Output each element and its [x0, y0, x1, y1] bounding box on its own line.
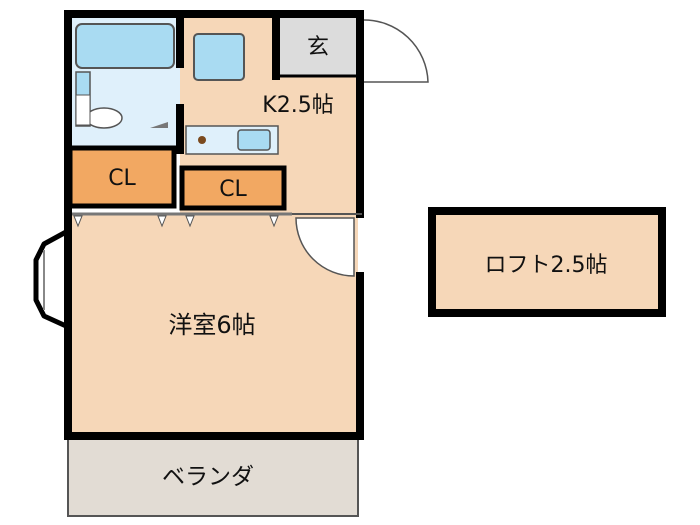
toilet-bowl	[85, 107, 123, 129]
bath-door-mark	[150, 122, 168, 128]
sink-icon	[237, 129, 271, 151]
western-room-label: 洋室6帖	[168, 311, 255, 339]
entrance-door-swing	[361, 19, 429, 83]
bay-window	[33, 229, 68, 329]
closet-door-marks	[73, 215, 279, 228]
bathroom	[68, 16, 180, 146]
refrigerator	[193, 33, 245, 81]
kitchen-counter	[185, 125, 279, 155]
loft-label: ロフト2.5帖	[485, 253, 608, 278]
walls	[64, 10, 364, 440]
closet-right-label: CL	[219, 177, 247, 202]
veranda	[67, 435, 359, 517]
closet-left-label: CL	[108, 166, 136, 191]
kitchen-label: K2.5帖	[262, 93, 333, 118]
veranda-label: ベランダ	[162, 464, 254, 490]
stove-icon	[198, 136, 206, 144]
room-door-swing	[295, 217, 355, 277]
bathtub	[75, 23, 175, 69]
washbasin	[75, 94, 91, 126]
closet-right	[179, 165, 287, 211]
entrance-area	[276, 16, 358, 76]
entrance-label: 玄	[307, 35, 329, 60]
loft	[428, 207, 666, 317]
closet-left	[67, 145, 177, 209]
